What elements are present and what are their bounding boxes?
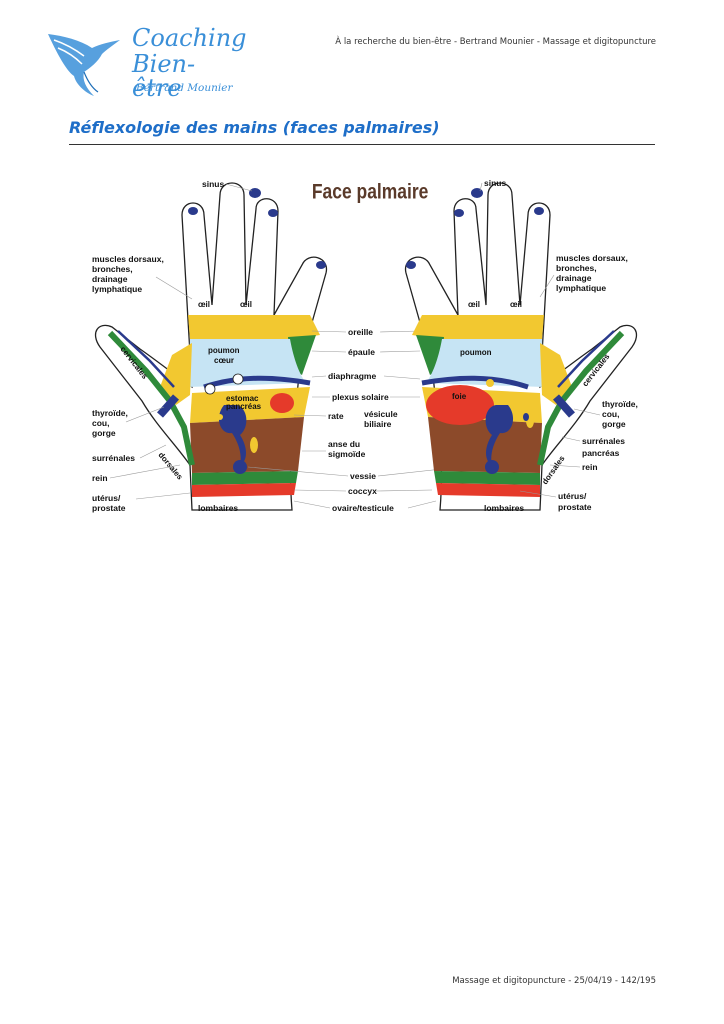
left-rein: rein bbox=[92, 473, 108, 483]
center-coccyx: coccyx bbox=[348, 486, 377, 496]
right-uterus-1: utérus/ bbox=[558, 491, 587, 501]
hummingbird-icon bbox=[48, 34, 120, 96]
right-rein: rein bbox=[582, 462, 598, 472]
left-lombaires: lombaires bbox=[198, 503, 238, 513]
right-oeil-a: œil bbox=[468, 300, 480, 309]
diagram-title: Face palmaire bbox=[312, 180, 429, 204]
center-plexus: plexus solaire bbox=[332, 392, 389, 402]
left-surrenales: surrénales bbox=[92, 453, 135, 463]
left-muscles-4: lymphatique bbox=[92, 284, 142, 294]
left-uterus-2: prostate bbox=[92, 503, 126, 513]
left-thyroide-3: gorge bbox=[92, 428, 116, 438]
header-running-title: À la recherche du bien-être - Bertrand M… bbox=[335, 37, 656, 47]
left-muscles-1: muscles dorsaux, bbox=[92, 254, 164, 264]
left-oeil-b: œil bbox=[240, 300, 252, 309]
right-leader-lines bbox=[479, 182, 601, 498]
page-title: Réflexologie des mains (faces palmaires) bbox=[69, 118, 440, 137]
center-anse-1: anse du bbox=[328, 439, 360, 449]
right-oeil-b: œil bbox=[510, 300, 522, 309]
left-estomac: estomac bbox=[226, 394, 259, 403]
title-underline bbox=[69, 144, 655, 145]
right-surrenales: surrénales bbox=[582, 436, 625, 446]
right-pancreas: pancréas bbox=[582, 448, 620, 458]
left-coeur: cœur bbox=[214, 356, 234, 365]
right-thyroide-2: cou, bbox=[602, 409, 619, 419]
right-sinus-label: sinus bbox=[484, 178, 506, 188]
center-vesicule-2: biliaire bbox=[364, 419, 392, 429]
left-hand: œil œil poumon cœur estomac pancréas cer… bbox=[95, 182, 328, 511]
left-uterus-1: utérus/ bbox=[92, 493, 121, 503]
center-rate: rate bbox=[328, 411, 344, 421]
center-oreille: oreille bbox=[348, 327, 373, 337]
right-lombaires: lombaires bbox=[484, 503, 524, 513]
right-muscles-3: drainage bbox=[556, 273, 592, 283]
right-muscles-4: lymphatique bbox=[556, 283, 606, 293]
left-sinus-label: sinus bbox=[202, 179, 224, 189]
logo-line-coaching: Coaching bbox=[132, 24, 247, 52]
hands-svg: œil œil poumon cœur estomac pancréas cer… bbox=[92, 178, 638, 513]
left-oeil-a: œil bbox=[198, 300, 210, 309]
logo-line-author: Bertrand Mounier bbox=[136, 82, 233, 94]
center-leader-lines bbox=[247, 330, 461, 509]
left-pancreas: pancréas bbox=[226, 402, 262, 411]
hand-reflexology-diagram: œil œil poumon cœur estomac pancréas cer… bbox=[80, 165, 650, 535]
center-vesicule-1: vésicule bbox=[364, 409, 398, 419]
center-anse-2: sigmoïde bbox=[328, 449, 366, 459]
left-dorsales: dorsales bbox=[156, 451, 184, 482]
right-muscles-2: bronches, bbox=[556, 263, 597, 273]
left-thyroide-2: cou, bbox=[92, 418, 109, 428]
right-foie: foie bbox=[452, 392, 467, 401]
left-thyroide-1: thyroïde, bbox=[92, 408, 128, 418]
right-hand: œil œil poumon foie cervicales dorsales bbox=[404, 182, 637, 511]
center-diaphragme: diaphragme bbox=[328, 371, 376, 381]
right-muscles-1: muscles dorsaux, bbox=[556, 253, 628, 263]
right-thyroide-3: gorge bbox=[602, 419, 626, 429]
logo: Coaching Bien-être Bertrand Mounier bbox=[44, 22, 247, 102]
right-uterus-2: prostate bbox=[558, 502, 592, 512]
left-muscles-3: drainage bbox=[92, 274, 128, 284]
page-footer: Massage et digitopuncture - 25/04/19 - 1… bbox=[452, 976, 656, 986]
center-epaule: épaule bbox=[348, 347, 375, 357]
center-ovaire: ovaire/testicule bbox=[332, 503, 394, 513]
left-muscles-2: bronches, bbox=[92, 264, 133, 274]
center-vessie: vessie bbox=[350, 471, 376, 481]
left-poumon: poumon bbox=[208, 346, 240, 355]
left-leader-lines bbox=[109, 183, 253, 500]
right-poumon: poumon bbox=[460, 348, 492, 357]
logo-line-bien-etre: Bien-être bbox=[132, 50, 196, 102]
right-thyroide-1: thyroïde, bbox=[602, 399, 638, 409]
